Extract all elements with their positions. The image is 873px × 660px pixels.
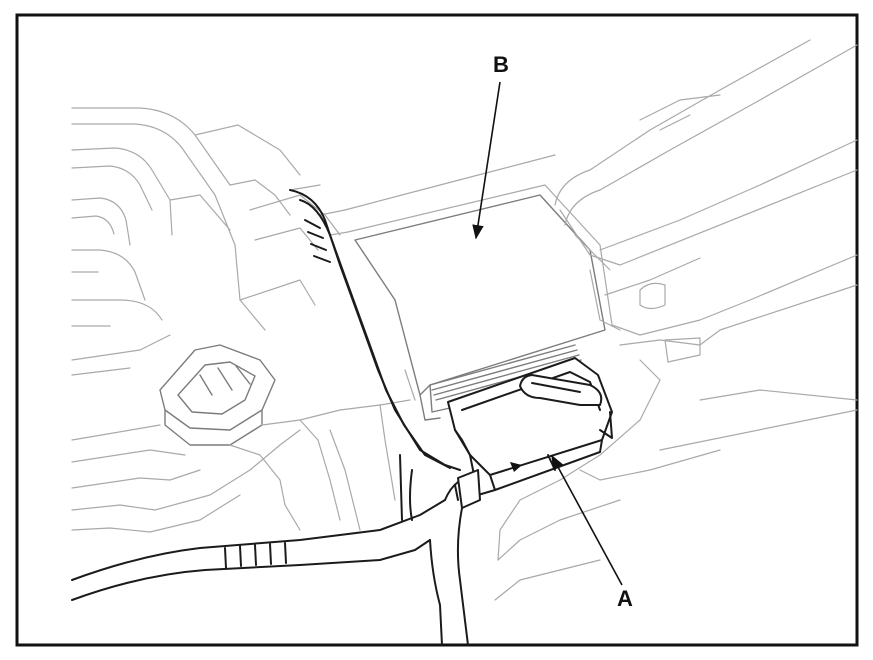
module-b (289, 154, 613, 421)
wiring-harness (71, 189, 469, 646)
left-bracket (71, 344, 319, 533)
diagram-frame (15, 13, 859, 647)
connector-a (447, 357, 613, 509)
left-console-structure (71, 107, 341, 376)
right-seat-structure (554, 39, 858, 481)
floor-structure (284, 399, 411, 531)
callout-label-b: B (493, 52, 509, 77)
callout-label-a: A (617, 586, 633, 611)
callout-a: A (551, 454, 633, 611)
callout-b-leader (472, 81, 501, 240)
callout-b: B (472, 52, 509, 240)
callout-a-leader (551, 454, 623, 586)
right-floor-structure (494, 449, 721, 601)
